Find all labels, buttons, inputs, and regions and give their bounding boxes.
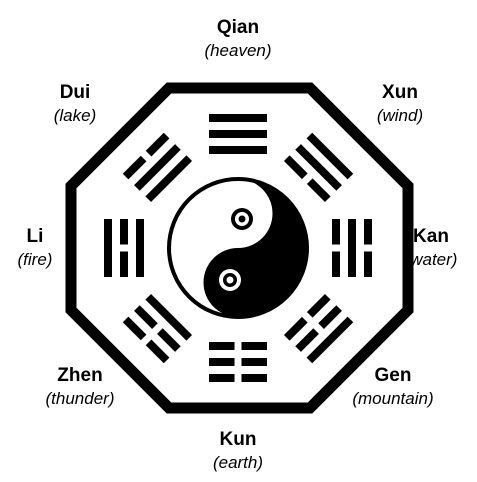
trigram-dui-line-2 [134,144,181,191]
yin-yang-symbol [167,177,309,319]
trigram-kan-line-3-seg-1 [332,219,340,245]
trigram-meaning-qian: (heaven) [204,40,272,60]
trigram-xun-symbol [283,132,354,203]
trigram-name-zhen: Zhen [57,365,103,386]
label-kan: Kan (water) [376,226,477,270]
trigram-kun-line-1-seg-1 [241,374,267,382]
trigram-li-line-2-seg-1 [120,251,128,277]
trigram-meaning-gen: (mountain) [352,388,434,408]
trigram-gen-line-3-seg-2 [283,316,308,341]
trigram-meaning-li: (fire) [17,249,53,269]
trigram-meaning-xun: (wind) [376,105,424,125]
trigram-zhen-line-1-seg-2 [122,316,147,341]
trigram-name-dui: Dui [59,82,91,103]
trigram-zhen-line-1-seg-1 [145,339,170,364]
trigram-xun-line-2 [295,144,342,191]
trigram-meaning-zhen: (thunder) [45,388,115,408]
trigram-kan-line-1-seg-2 [364,251,372,277]
trigram-name-gen: Gen [374,365,412,386]
trigram-xun-line-1 [306,132,354,180]
trigram-xun-line-3-seg-1 [283,155,308,180]
trigram-name-li: Li [26,226,44,247]
trigram-dui-symbol [122,132,193,203]
trigram-zhen-line-2-seg-2 [134,305,158,329]
trigram-kan-line-2 [348,219,356,277]
trigram-name-qian: Qian [216,17,260,38]
label-xun: Xun (wind) [340,82,460,126]
trigram-dui-line-1-seg-2 [145,132,170,157]
trigram-kun-line-2-seg-1 [241,358,267,366]
trigram-kun-line-3-seg-2 [209,342,235,350]
label-zhen: Zhen (thunder) [20,365,140,409]
trigram-kan-symbol [332,219,372,277]
trigram-name-kan: Kan [413,226,449,247]
trigram-zhen-symbol [122,293,193,364]
label-li: Li (fire) [0,226,70,270]
trigram-kan-line-1-seg-1 [364,219,372,245]
trigram-zhen-line-3 [145,293,193,341]
trigram-kun-line-2-seg-2 [209,358,235,366]
trigram-xun-line-3-seg-2 [306,178,331,203]
trigram-dui-line-1-seg-1 [122,155,147,180]
trigram-gen-line-1 [306,316,354,364]
yin-yang-dot-lower [219,269,241,291]
trigram-kun-line-1-seg-2 [209,374,235,382]
label-dui: Dui (lake) [20,82,130,126]
trigram-gen-line-2-seg-2 [295,328,319,352]
trigram-li-symbol [104,219,144,277]
trigram-ring [104,114,372,382]
trigram-kun-symbol [209,342,267,382]
yin-yang-dot-upper [231,208,253,230]
trigram-li-line-1 [104,219,112,277]
label-qian: Qian (heaven) [178,17,298,61]
trigram-gen-symbol [283,293,354,364]
trigram-gen-line-3-seg-1 [306,293,331,318]
trigram-name-kun: Kun [219,429,257,450]
trigram-meaning-kun: (earth) [212,452,264,472]
trigram-zhen-line-2-seg-1 [157,328,181,352]
trigram-gen-line-2-seg-1 [318,305,342,329]
trigram-meaning-dui: (lake) [53,105,97,125]
trigram-qian-line-1 [209,114,267,122]
label-kun: Kun (earth) [178,429,298,473]
trigram-name-xun: Xun [382,82,418,103]
octagon-frame [65,82,414,414]
trigram-li-line-3 [136,219,144,277]
trigram-kan-line-3-seg-2 [332,251,340,277]
trigram-qian-line-3 [209,146,267,154]
trigram-meaning-kan: (water) [404,249,458,269]
label-gen: Gen (mountain) [328,365,458,409]
trigram-dui-line-3 [145,155,193,203]
trigram-qian-symbol [209,114,267,154]
trigram-li-line-2-seg-2 [120,219,128,245]
trigram-qian-line-2 [209,130,267,138]
trigram-kun-line-3-seg-1 [241,342,267,350]
